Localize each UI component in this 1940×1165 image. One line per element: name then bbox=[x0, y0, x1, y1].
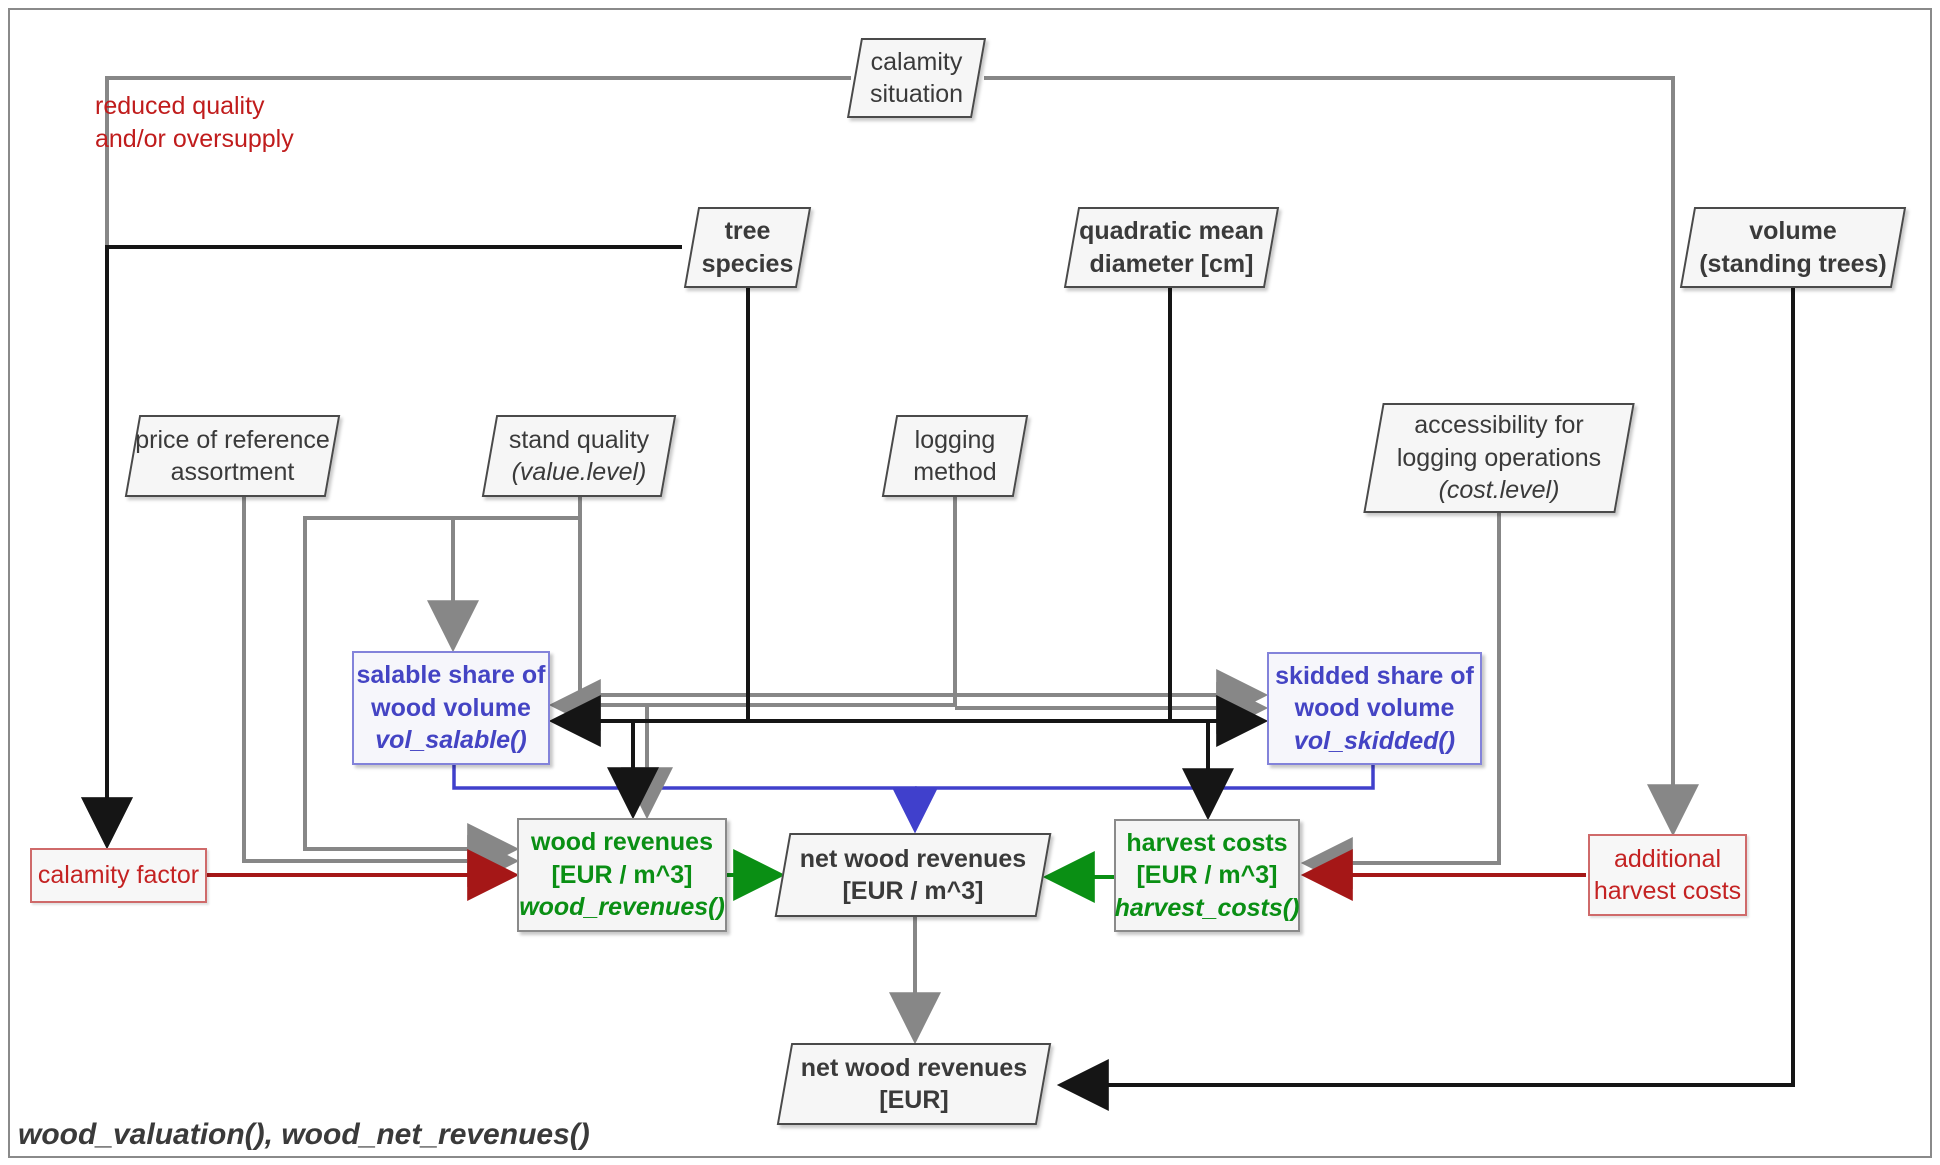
node-wood-revenues: wood revenues [EUR / m^3] wood_revenues(… bbox=[517, 818, 727, 932]
node-shape bbox=[1267, 652, 1482, 765]
edge-blue-shares-to-net bbox=[452, 765, 1375, 834]
node-harvest-costs: harvest costs [EUR / m^3] harvest_costs(… bbox=[1114, 819, 1300, 932]
node-label: [EUR / m^3] bbox=[842, 877, 984, 905]
node-label: wood volume bbox=[1294, 694, 1455, 723]
node-label: skidded share of bbox=[1275, 661, 1474, 690]
node-label: wood volume bbox=[371, 693, 531, 722]
node-label: assortment bbox=[170, 458, 295, 486]
node-calamity-situation: calamity situation bbox=[845, 38, 988, 118]
node-net-wood-revenues-m3: net wood revenues [EUR / m^3] bbox=[773, 833, 1053, 917]
node-label: net wood revenues bbox=[800, 1053, 1028, 1082]
edge-black-group bbox=[81, 245, 1795, 1111]
node-label: quadratic mean bbox=[1079, 217, 1264, 245]
node-function-label: wood_revenues() bbox=[519, 893, 725, 922]
node-stand-quality: stand quality (value.level) bbox=[480, 415, 678, 497]
node-label: calamity factor bbox=[37, 861, 200, 890]
node-label: method bbox=[913, 458, 997, 486]
node-label: (standing trees) bbox=[1699, 249, 1887, 278]
node-label: (value.level) bbox=[511, 458, 647, 486]
node-volume-standing-trees: volume (standing trees) bbox=[1678, 207, 1908, 288]
node-price-of-reference-assortment: price of reference assortment bbox=[123, 415, 342, 497]
edge-green-group bbox=[727, 849, 1114, 903]
reduced-quality-note: reduced quality and/or oversupply bbox=[95, 90, 294, 156]
node-quadratic-mean-diameter: quadratic mean diameter [cm] bbox=[1062, 207, 1281, 288]
node-label: [EUR] bbox=[879, 1086, 949, 1114]
node-shape bbox=[1588, 834, 1747, 916]
node-label: logging bbox=[914, 425, 996, 454]
node-logging-method: logging method bbox=[880, 415, 1030, 497]
node-label: stand quality bbox=[508, 425, 650, 454]
node-label: harvest costs bbox=[1593, 877, 1742, 905]
node-function-label: vol_salable() bbox=[375, 726, 527, 755]
node-label: harvest costs bbox=[1126, 828, 1288, 857]
node-salable-share: salable share of wood volume vol_salable… bbox=[352, 651, 550, 765]
node-label: wood revenues bbox=[531, 828, 713, 857]
node-shape bbox=[1114, 819, 1300, 932]
node-label: price of reference bbox=[135, 425, 330, 454]
node-label: diameter [cm] bbox=[1089, 249, 1254, 278]
node-label: tree bbox=[724, 217, 771, 245]
node-label: accessibility for bbox=[1414, 411, 1584, 440]
diagram-border bbox=[8, 8, 1932, 1158]
node-label: [EUR / m^3] bbox=[1136, 861, 1278, 890]
node-label: volume bbox=[1749, 217, 1837, 245]
node-label: [EUR / m^3] bbox=[551, 860, 693, 889]
node-shape bbox=[352, 651, 550, 765]
node-label: additional bbox=[1613, 844, 1722, 873]
note-line: and/or oversupply bbox=[95, 125, 294, 153]
node-label: (cost.level) bbox=[1438, 476, 1560, 505]
node-shape bbox=[30, 848, 207, 903]
node-label: salable share of bbox=[356, 661, 546, 690]
node-calamity-factor: calamity factor bbox=[30, 848, 207, 903]
node-net-wood-revenues-eur: net wood revenues [EUR] bbox=[775, 1043, 1053, 1125]
node-additional-harvest-costs: additional harvest costs bbox=[1588, 834, 1747, 916]
node-shape bbox=[517, 818, 727, 932]
node-tree-species: tree species bbox=[682, 207, 813, 288]
node-label: net wood revenues bbox=[799, 844, 1027, 873]
node-function-label: vol_skidded() bbox=[1293, 726, 1456, 755]
note-line: reduced quality bbox=[95, 92, 265, 120]
node-label: logging operations bbox=[1396, 443, 1602, 472]
node-accessibility: accessibility for logging operations (co… bbox=[1363, 403, 1635, 513]
node-label: species bbox=[701, 249, 794, 278]
node-label: calamity bbox=[870, 47, 963, 76]
diagram-caption: wood_valuation(), wood_net_revenues() bbox=[18, 1118, 590, 1151]
node-label: situation bbox=[869, 80, 964, 108]
node-function-label: harvest_costs() bbox=[1114, 893, 1300, 922]
node-skidded-share: skidded share of wood volume vol_skidded… bbox=[1267, 652, 1482, 765]
